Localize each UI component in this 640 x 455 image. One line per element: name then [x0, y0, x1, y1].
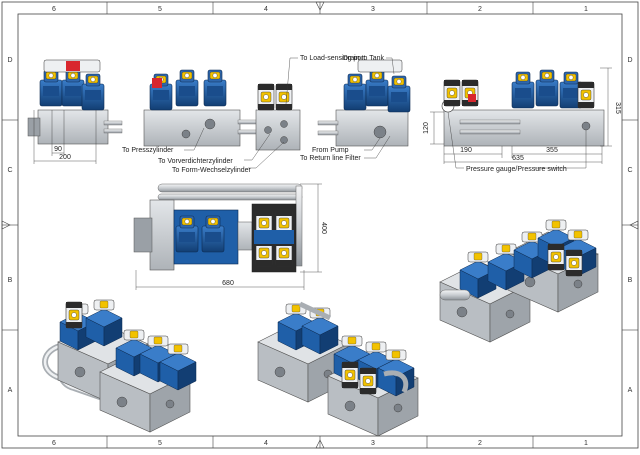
callout-pressure-gauge: Pressure gauge/Pressure switch	[466, 166, 567, 173]
zone-bottom-5: 5	[158, 440, 162, 447]
callout-from-pump: From Pump	[312, 147, 349, 154]
zone-top-1: 1	[584, 6, 588, 13]
dim-top-400: 400	[320, 222, 327, 234]
rear-view	[317, 59, 411, 147]
zone-bottom-2: 2	[478, 440, 482, 447]
dim-right-120: 120	[423, 122, 430, 134]
side-view-left: 90 200	[27, 59, 123, 164]
zone-bottom-3: 3	[371, 440, 375, 447]
dim-left-90: 90	[54, 146, 62, 153]
zone-bottom-1: 1	[584, 440, 588, 447]
front-view	[143, 69, 301, 151]
isometric-view-left	[42, 299, 197, 433]
side-view-right: 315 120 190 355 635	[423, 67, 621, 164]
zone-left-D: D	[7, 57, 12, 64]
dim-left-200: 200	[59, 154, 71, 161]
zone-top-3: 3	[371, 6, 375, 13]
top-view: 400 680	[133, 183, 327, 290]
zone-top-4: 4	[264, 6, 268, 13]
callout-vorverdichter: To Vorverdichterzylinder	[158, 158, 233, 165]
callout-form-wechsel: To Form-Wechselzylinder	[172, 167, 252, 174]
zone-right-D: D	[627, 57, 632, 64]
zone-left-C: C	[7, 167, 12, 174]
zone-left-B: B	[8, 277, 13, 284]
dim-right-355: 355	[546, 147, 558, 154]
callout-drain-tank: Drain to Tank	[343, 55, 385, 62]
callout-load-sensing: To Load-sensing port	[300, 55, 365, 62]
isometric-view-right	[439, 219, 599, 343]
zone-left-A: A	[8, 387, 13, 394]
dim-right-190: 190	[460, 147, 472, 154]
zone-top-5: 5	[158, 6, 162, 13]
isometric-view-middle	[257, 301, 419, 437]
zone-right-B: B	[628, 277, 633, 284]
dim-right-315: 315	[614, 102, 621, 114]
zone-top-6: 6	[52, 6, 56, 13]
dim-right-635: 635	[512, 155, 524, 162]
zone-labels: 6 5 4 3 2 1 6 5 4 3 2 1 D C B A D C B A	[7, 6, 632, 447]
callout-return-filter: To Return line Filter	[300, 155, 361, 162]
callout-leaders	[184, 57, 587, 169]
zone-bottom-6: 6	[52, 440, 56, 447]
dim-top-680: 680	[222, 280, 234, 287]
zone-bottom-4: 4	[264, 440, 268, 447]
zone-right-C: C	[627, 167, 632, 174]
callout-presszylinder: To Presszylinder	[122, 147, 174, 154]
zone-right-A: A	[628, 387, 633, 394]
zone-top-2: 2	[478, 6, 482, 13]
